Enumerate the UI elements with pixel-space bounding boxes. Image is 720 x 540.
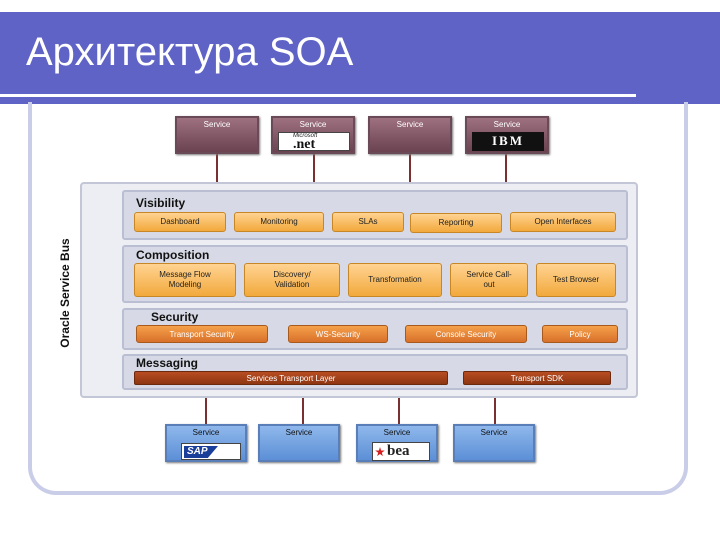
- connector-bottom-3: [398, 398, 400, 426]
- pill-console-security[interactable]: Console Security: [405, 325, 527, 343]
- service-label: Service: [480, 428, 508, 437]
- connector-bottom-1: [205, 398, 207, 426]
- connector-top-1: [216, 153, 218, 183]
- connector-bottom-4: [494, 398, 496, 426]
- pill-service-callout[interactable]: Service Call- out: [450, 263, 528, 297]
- ibm-logo: IBM: [472, 132, 544, 151]
- bus-label: Oracle Service Bus: [58, 238, 72, 348]
- connector-bottom-2: [302, 398, 304, 426]
- pill-reporting[interactable]: Reporting: [410, 213, 502, 233]
- logo-text: bea: [387, 443, 410, 459]
- service-label: Service: [493, 120, 521, 129]
- top-service-1[interactable]: Service: [175, 116, 259, 154]
- pill-slas[interactable]: SLAs: [332, 212, 404, 232]
- service-label: Service: [396, 120, 424, 129]
- pill-transformation[interactable]: Transformation: [348, 263, 442, 297]
- layer-title-composition: Composition: [136, 248, 210, 262]
- bottom-service-4[interactable]: Service: [453, 424, 535, 462]
- top-service-4[interactable]: Service IBM: [465, 116, 549, 154]
- layer-title-visibility: Visibility: [136, 196, 186, 210]
- title-underline: [0, 94, 636, 97]
- bottom-service-2[interactable]: Service: [258, 424, 340, 462]
- service-label: Service: [383, 428, 411, 437]
- title-bar: [0, 12, 720, 104]
- star-icon: [375, 447, 385, 457]
- pill-message-flow-modeling[interactable]: Message Flow Modeling: [134, 263, 236, 297]
- connector-top-4: [505, 153, 507, 183]
- layer-title-security: Security: [151, 310, 199, 324]
- pill-test-browser[interactable]: Test Browser: [536, 263, 616, 297]
- dotnet-logo: Microsoft .net: [278, 132, 350, 152]
- sap-logo-shape: [184, 446, 218, 458]
- logo-subtext: Microsoft: [293, 133, 318, 139]
- service-label: Service: [192, 428, 220, 437]
- bottom-service-1[interactable]: Service SAP: [165, 424, 247, 462]
- top-service-3[interactable]: Service: [368, 116, 452, 154]
- pill-ws-security[interactable]: WS-Security: [288, 325, 388, 343]
- logo-text: .net: [293, 137, 316, 152]
- pill-dashboard[interactable]: Dashboard: [134, 212, 226, 232]
- page-title: Архитектура SOA: [26, 30, 354, 74]
- bottom-service-3[interactable]: Service bea: [356, 424, 438, 462]
- service-label: Service: [203, 120, 231, 129]
- connector-top-3: [409, 153, 411, 183]
- pill-policy[interactable]: Policy: [542, 325, 618, 343]
- service-label: Service: [299, 120, 327, 129]
- pill-transport-security[interactable]: Transport Security: [136, 325, 268, 343]
- bar-transport-sdk[interactable]: Transport SDK: [463, 371, 611, 385]
- pill-monitoring[interactable]: Monitoring: [234, 212, 324, 232]
- logo-text: SAP: [187, 446, 208, 457]
- layer-title-messaging: Messaging: [136, 356, 199, 370]
- top-service-2[interactable]: Service Microsoft .net: [271, 116, 355, 154]
- diagram-frame: [28, 102, 688, 495]
- service-label: Service: [285, 428, 313, 437]
- logo-text: IBM: [492, 133, 524, 148]
- pill-open-interfaces[interactable]: Open Interfaces: [510, 212, 616, 232]
- connector-top-2: [313, 153, 315, 183]
- bar-services-transport-layer[interactable]: Services Transport Layer: [134, 371, 448, 385]
- pill-discovery-validation[interactable]: Discovery/ Validation: [244, 263, 340, 297]
- bea-logo: bea: [372, 442, 430, 461]
- sap-logo: SAP: [181, 443, 241, 460]
